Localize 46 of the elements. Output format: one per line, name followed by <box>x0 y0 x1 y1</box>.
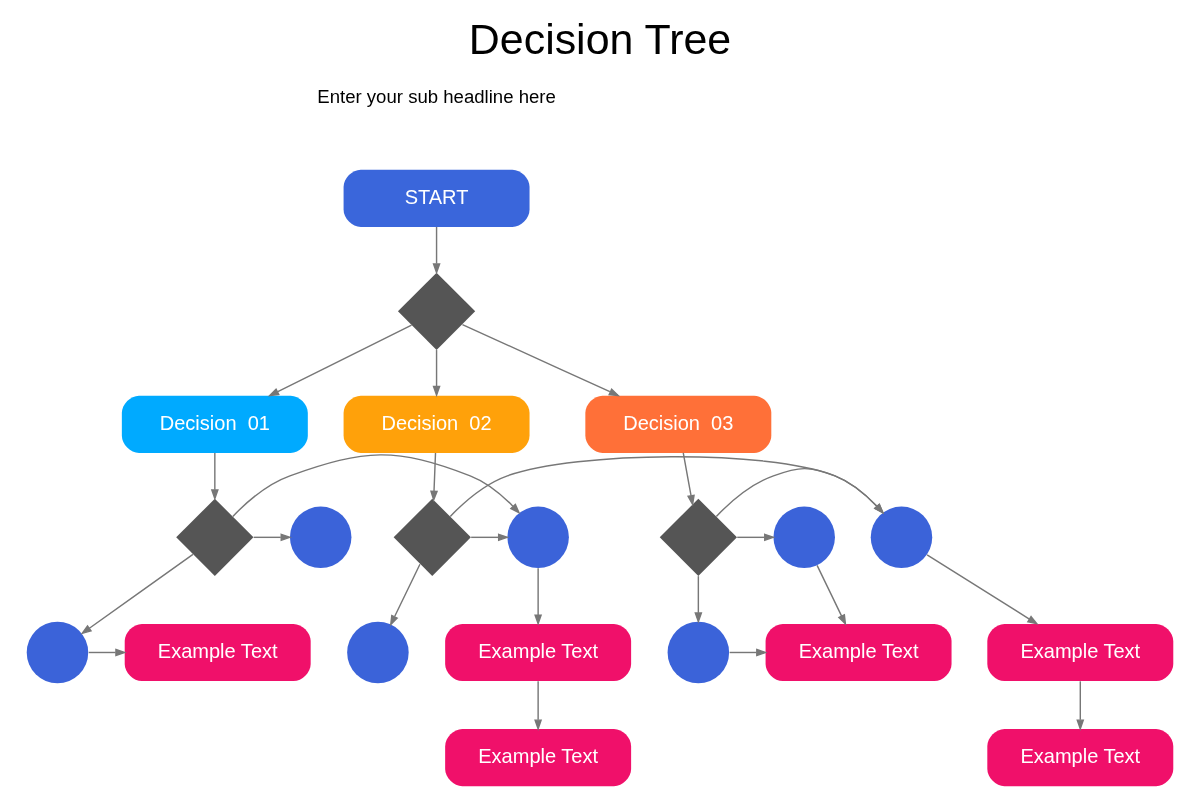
arrow <box>534 567 543 626</box>
node-box: Decision 02 <box>343 395 530 453</box>
arrow <box>88 648 127 657</box>
node-box: Example Text <box>445 623 632 682</box>
arrow <box>253 533 292 542</box>
arrow <box>449 455 885 518</box>
arrow <box>1076 680 1085 731</box>
arrow <box>389 563 421 627</box>
arrow <box>715 467 885 518</box>
node-diamond <box>659 498 737 576</box>
arrow <box>461 323 621 397</box>
node-circle <box>773 506 835 569</box>
arrow <box>682 452 695 507</box>
arrow <box>210 452 219 501</box>
arrow <box>430 452 439 502</box>
node-circle <box>26 621 89 684</box>
node-diamond <box>176 498 254 576</box>
node-box: Example Text <box>765 623 952 682</box>
node-box: Decision 03 <box>585 395 772 453</box>
node-circle <box>507 506 569 569</box>
arrow <box>432 349 441 398</box>
arrow <box>534 680 543 731</box>
node-circle <box>289 506 352 569</box>
node-box: Example Text <box>987 623 1174 682</box>
node-diamond <box>397 272 476 350</box>
node-box: Example Text <box>987 729 1174 787</box>
node-box: Decision 01 <box>121 395 308 453</box>
node-box: START <box>343 169 530 227</box>
arrow <box>80 553 194 635</box>
arrow <box>816 564 847 626</box>
arrow <box>926 554 1039 625</box>
arrow <box>232 454 521 518</box>
node-circle <box>870 506 933 569</box>
arrow <box>470 533 510 542</box>
node-circle <box>667 621 730 684</box>
arrow <box>432 226 441 275</box>
node-box: Example Text <box>445 729 632 787</box>
arrow <box>728 648 768 657</box>
arrow <box>736 533 776 542</box>
arrow <box>694 575 703 624</box>
node-box: Example Text <box>124 623 311 682</box>
diagram-title: Decision Tree <box>468 14 732 63</box>
label: Enter your sub headline here <box>317 86 556 108</box>
node-circle <box>347 621 409 684</box>
arrow <box>267 324 413 397</box>
node-diamond <box>393 498 471 576</box>
